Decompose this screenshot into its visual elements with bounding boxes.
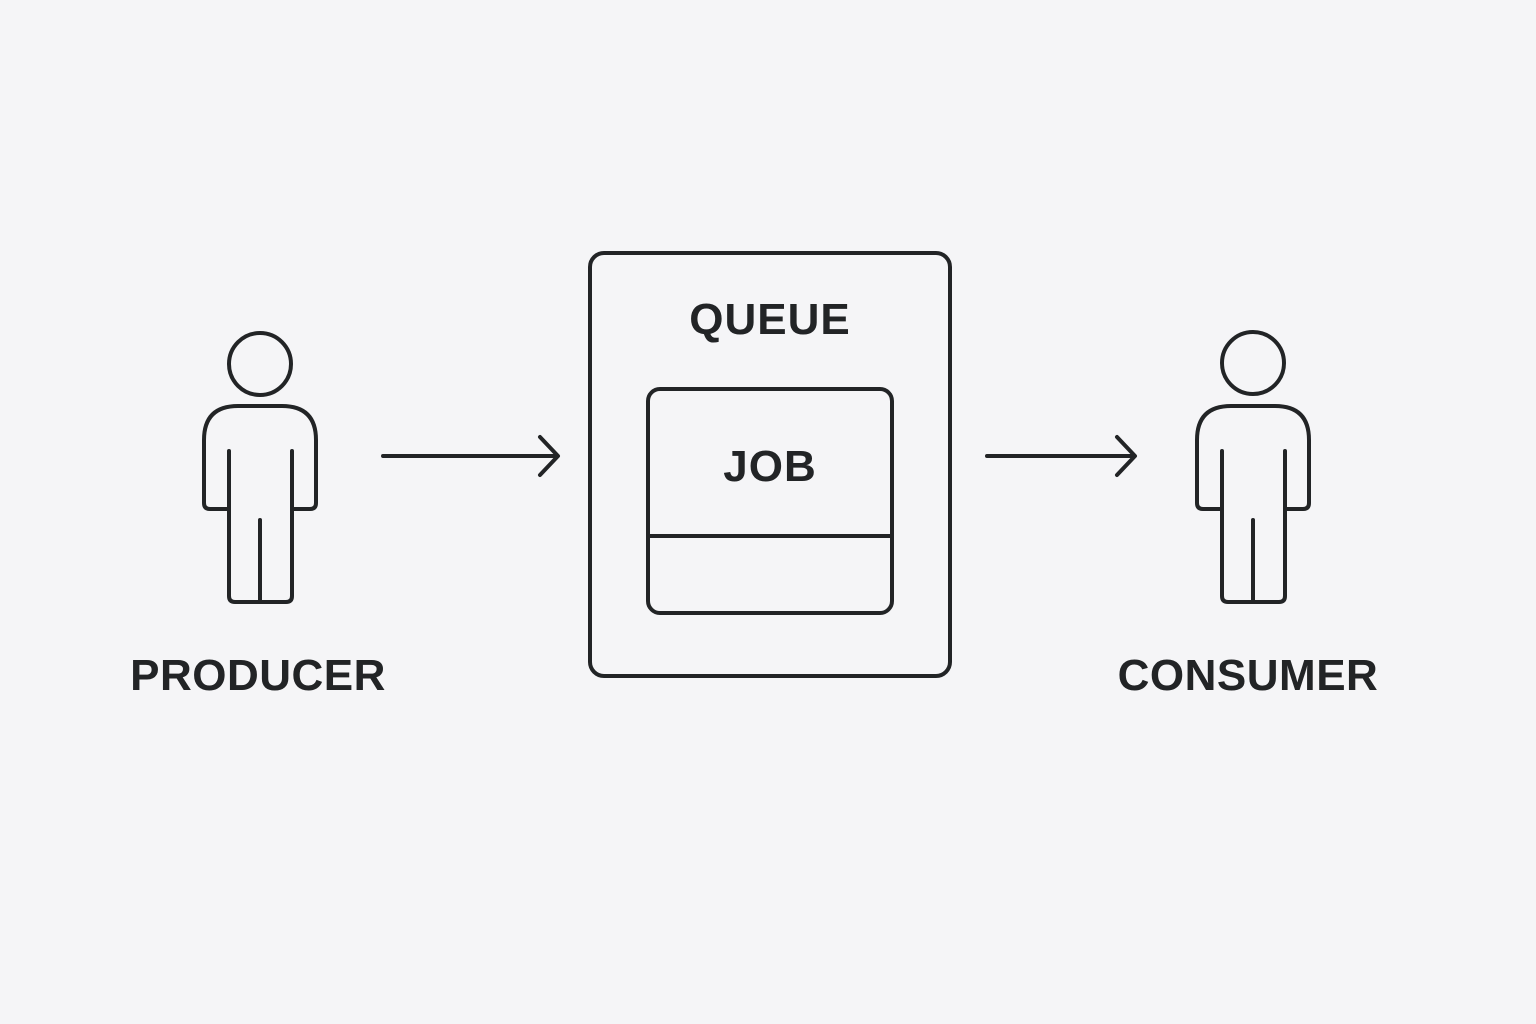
queue-label: QUEUE xyxy=(689,295,850,344)
producer-label: PRODUCER xyxy=(130,651,386,700)
consumer-person-icon xyxy=(1195,330,1311,604)
arrow-producer-to-queue xyxy=(381,435,560,477)
arrow-queue-to-consumer xyxy=(985,435,1137,477)
queue-box: QUEUE JOB xyxy=(588,251,952,678)
producer-person-icon xyxy=(202,331,318,604)
job-label: JOB xyxy=(723,442,816,491)
consumer-label: CONSUMER xyxy=(1118,651,1379,700)
queue-stack xyxy=(646,387,894,615)
